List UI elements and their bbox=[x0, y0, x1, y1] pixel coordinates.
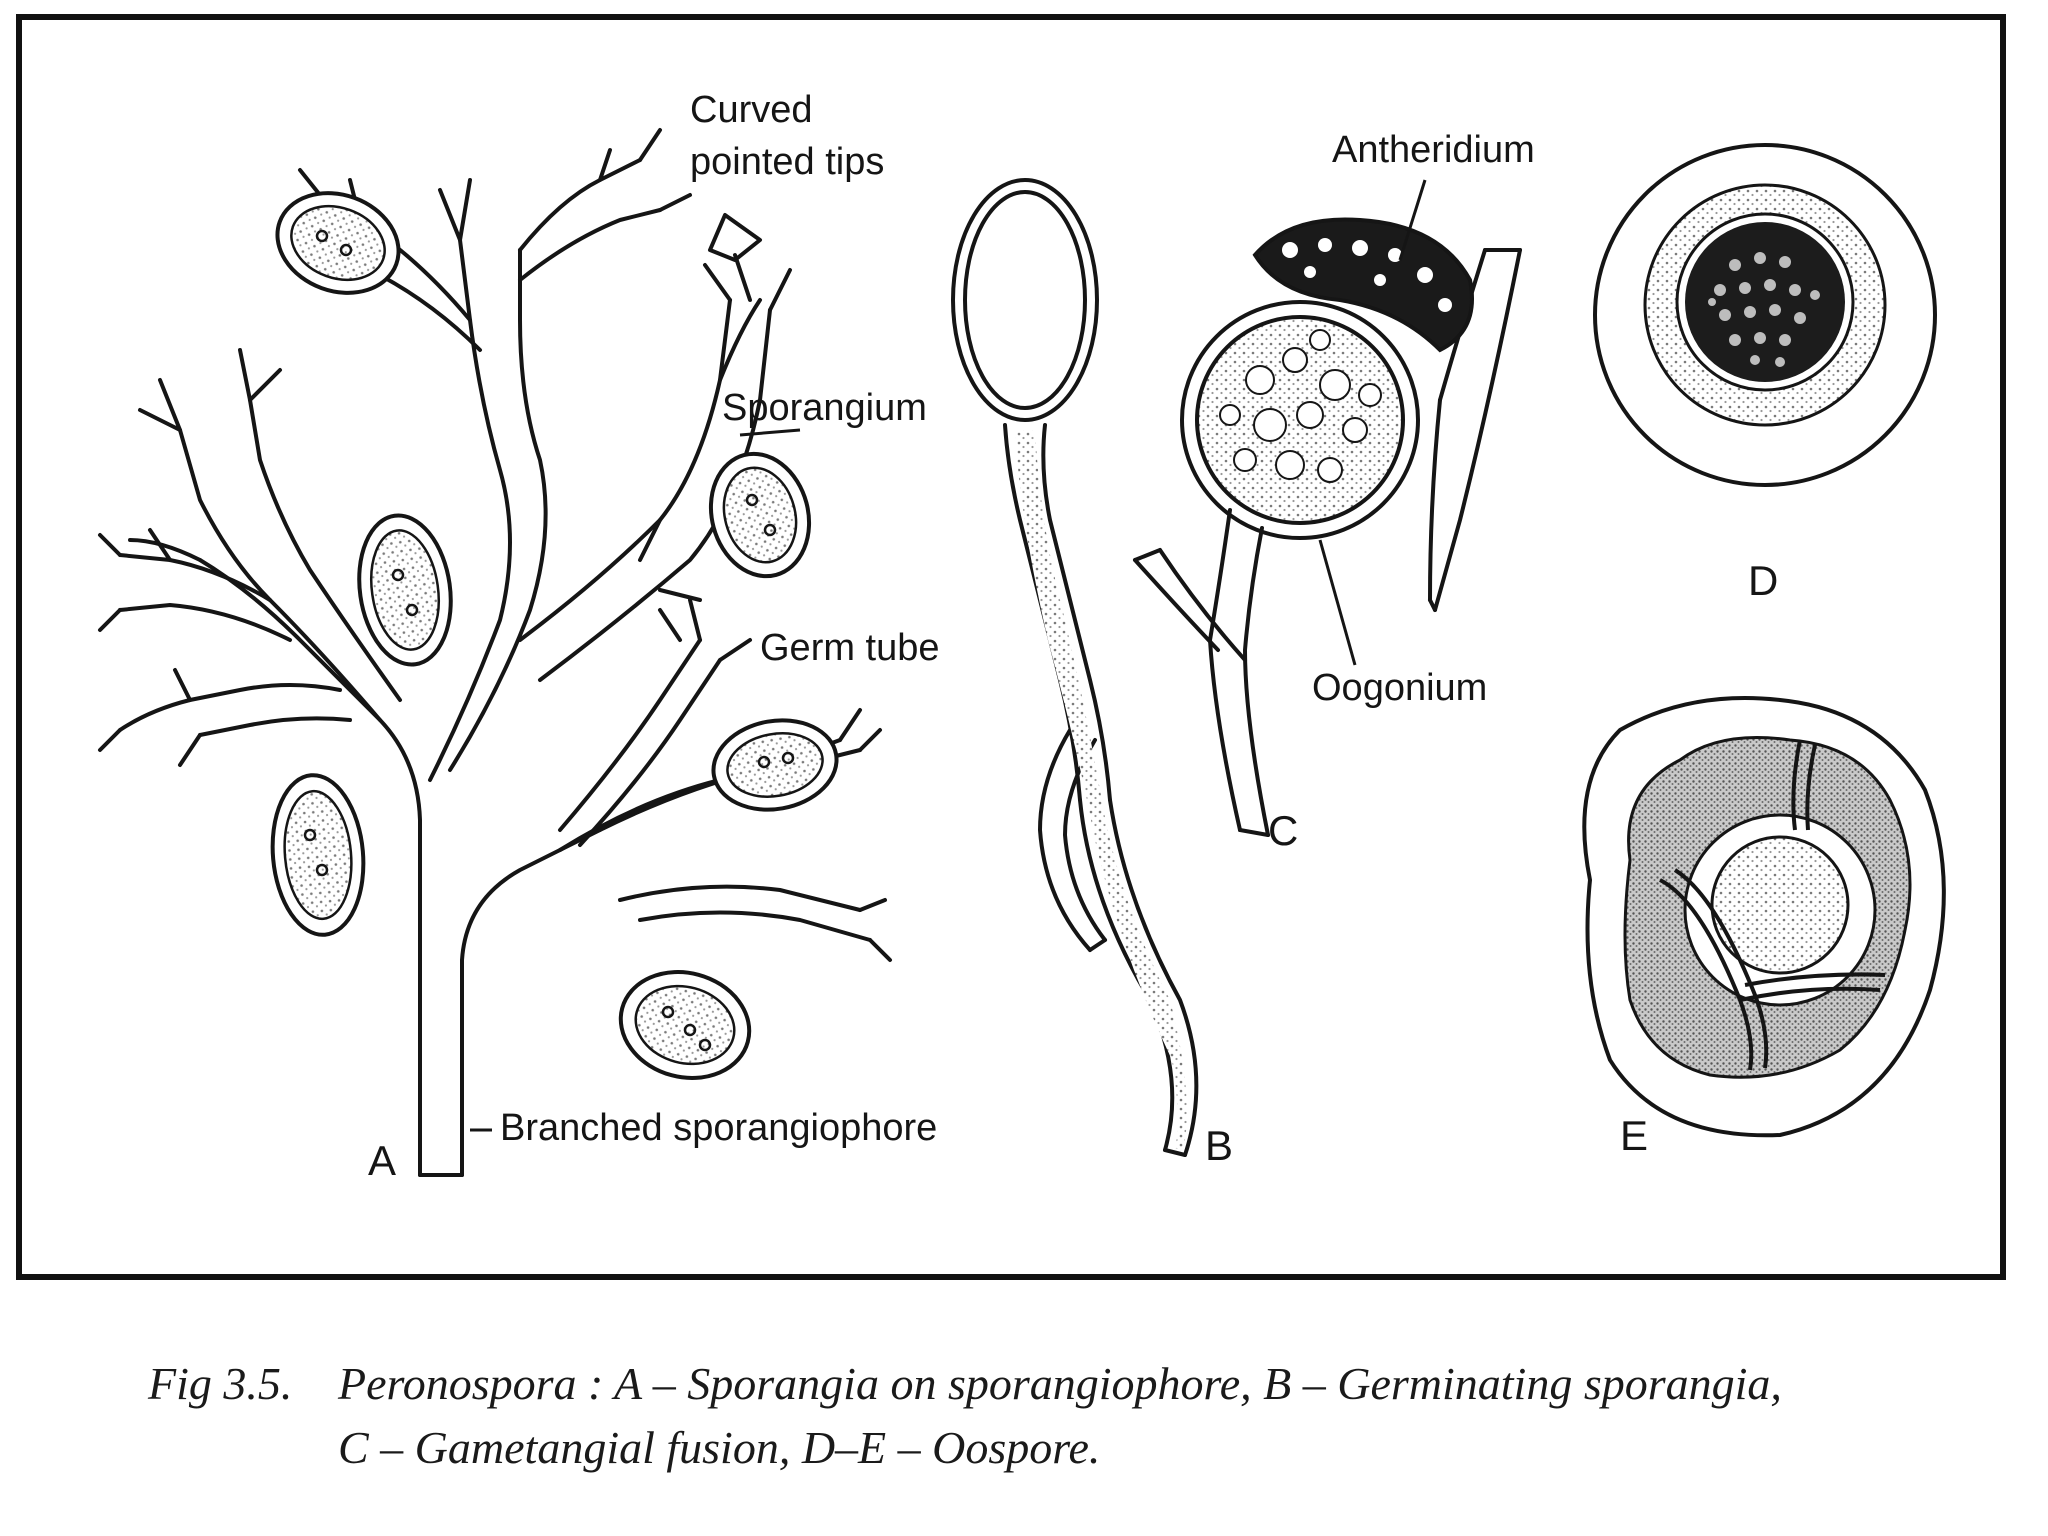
sporangium bbox=[357, 513, 453, 667]
sporangium bbox=[270, 773, 366, 937]
sporangium bbox=[275, 191, 401, 295]
antheridium bbox=[1252, 217, 1474, 353]
panel-label-a: A bbox=[368, 1137, 396, 1184]
label-germ-tube: Germ tube bbox=[760, 627, 940, 669]
leader-lines-c bbox=[1318, 179, 1427, 666]
label-branched-sporangiophore: Branched sporangiophore bbox=[500, 1107, 937, 1149]
sporangiophore-a bbox=[98, 128, 892, 1177]
germinating-sporangium-b bbox=[951, 178, 1199, 1157]
germ-tube-fill bbox=[1015, 430, 1187, 1150]
caption-fig-number: Fig 3.5. bbox=[148, 1358, 293, 1409]
label-oogonium: Oogonium bbox=[1312, 667, 1487, 709]
oospore-e bbox=[1582, 696, 1946, 1138]
figure-caption: Fig 3.5. Peronospora : A – Sporangia on s… bbox=[148, 1352, 1948, 1480]
oospore-d bbox=[1593, 143, 1937, 487]
sporangium bbox=[708, 451, 812, 579]
label-pointed-tips: pointed tips bbox=[690, 141, 884, 183]
leader-lines-a bbox=[470, 428, 801, 1132]
panel-label-c: C bbox=[1268, 807, 1298, 854]
sporangia-group-a bbox=[270, 191, 839, 1080]
label-antheridium: Antheridium bbox=[1332, 129, 1535, 171]
label-curved-tips: Curved bbox=[690, 89, 813, 131]
panel-label-e: E bbox=[1620, 1112, 1648, 1159]
sporangium bbox=[618, 970, 752, 1080]
oospore-globules-c bbox=[1219, 329, 1382, 483]
label-sporangium: Sporangium bbox=[722, 387, 927, 429]
caption-line-1: Peronospora : A – Sporangia on sporangio… bbox=[338, 1358, 1782, 1409]
panel-label-b: B bbox=[1205, 1122, 1233, 1169]
sporangium bbox=[711, 718, 839, 812]
caption-line-2: C – Gametangial fusion, D–E – Oospore. bbox=[338, 1422, 1101, 1473]
panel-label-d: D bbox=[1748, 557, 1778, 604]
